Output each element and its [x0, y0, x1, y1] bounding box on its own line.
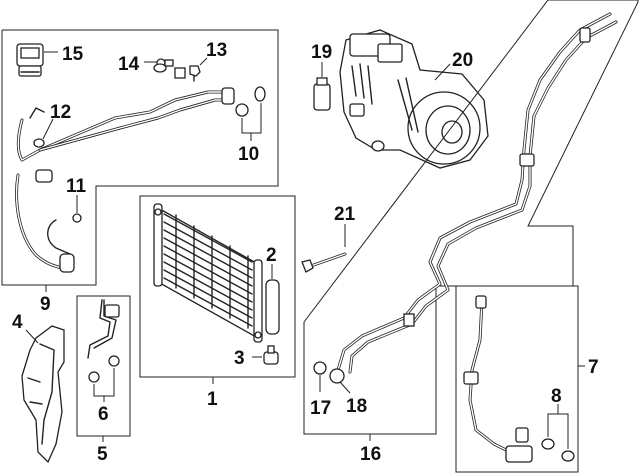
callout-11: 11	[66, 176, 87, 197]
callout-8: 8	[551, 386, 562, 407]
group-7-box	[455, 285, 585, 473]
callout-7: 7	[588, 357, 599, 378]
callout-13: 13	[206, 40, 227, 61]
o-ring-pair-part-8	[541, 404, 575, 462]
callout-3: 3	[234, 348, 245, 369]
callout-14: 14	[118, 54, 140, 75]
o-ring-pair-part-6	[88, 355, 120, 402]
condenser-part-1	[153, 203, 263, 343]
callout-6: 6	[98, 404, 109, 425]
group-9-hose-box	[1, 29, 279, 292]
callout-4: 4	[12, 312, 23, 333]
callout-19: 19	[311, 42, 332, 63]
callout-17: 17	[310, 398, 331, 419]
callout-18: 18	[346, 396, 367, 417]
pressure-switch-part-15	[16, 43, 58, 77]
callout-21: 21	[334, 204, 356, 225]
ac-compressor-part-20	[339, 29, 489, 169]
callout-1: 1	[207, 389, 218, 410]
callout-2: 2	[266, 245, 277, 266]
hose-bracket-part-5	[87, 299, 120, 359]
group-5-box	[76, 295, 131, 442]
callout-20: 20	[452, 50, 473, 71]
o-ring-part-17	[313, 361, 327, 392]
ac-liquid-line-part-16	[336, 12, 618, 374]
group-1-box	[139, 195, 296, 384]
callout-9: 9	[40, 294, 51, 315]
receiver-drier-part-2	[265, 264, 280, 335]
callout-15: 15	[62, 44, 84, 65]
valve-core-part-18	[329, 368, 351, 394]
callout-5: 5	[97, 444, 108, 465]
o-ring-part-12	[33, 118, 54, 148]
callout-16: 16	[360, 444, 381, 465]
bolt-part-13	[189, 57, 208, 82]
condenser-seal-part-4	[21, 325, 65, 464]
compressor-oil-part-19	[313, 62, 331, 111]
gasket-pair-part-10	[235, 86, 266, 141]
ac-hose-assembly-part-9	[15, 63, 235, 273]
suction-hose-part-7	[463, 295, 533, 463]
compressor-bolt-part-21	[301, 224, 347, 273]
drier-plug-part-3	[252, 345, 279, 365]
callout-12: 12	[50, 102, 71, 123]
o-ring-part-11	[72, 195, 82, 223]
callout-10: 10	[238, 144, 259, 165]
